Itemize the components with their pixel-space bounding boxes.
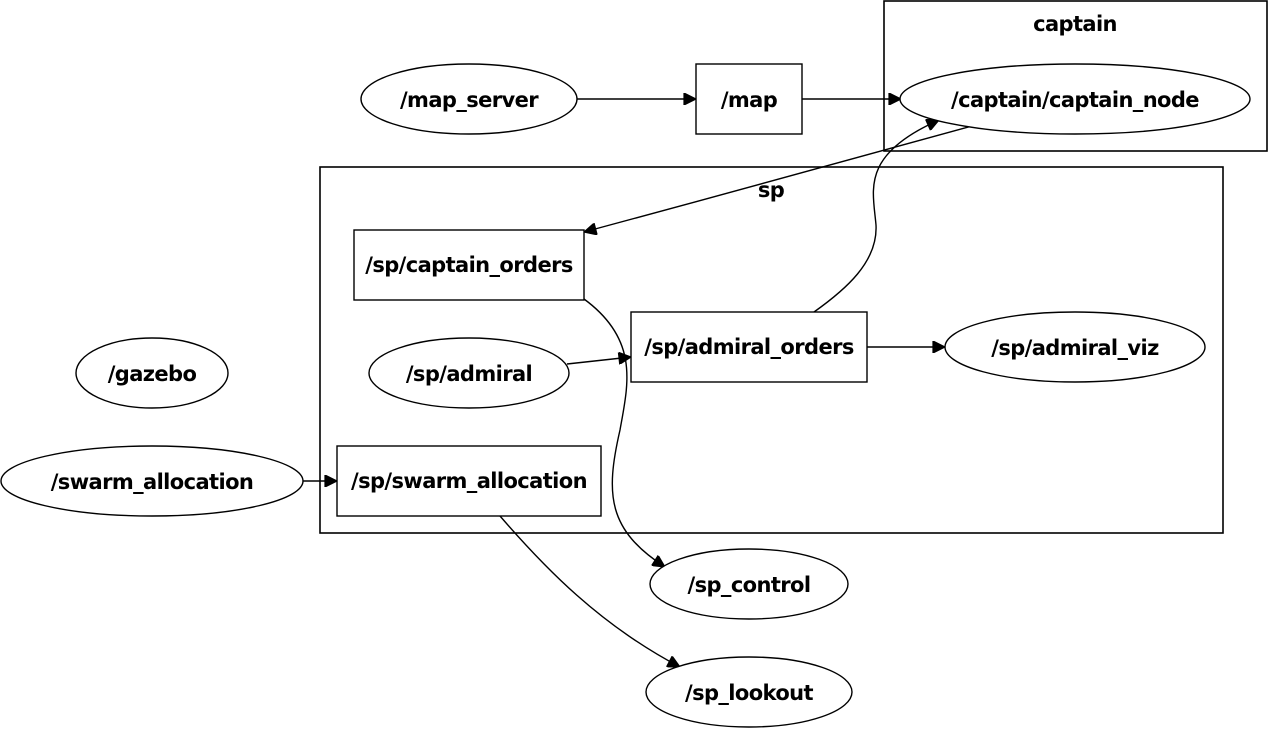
cluster-sp-box: [319, 166, 1224, 534]
node-sp-captain-orders-label: /sp/captain_orders: [365, 253, 573, 277]
edge-captain-node-to-sp-captain-orders: [584, 125, 973, 232]
node-sp-admiral-label: /sp/admiral: [406, 362, 532, 386]
node-swarm-allocation-shape: [0, 445, 304, 517]
node-sp-captain-orders[interactable]: /sp/captain_orders: [353, 229, 585, 301]
edges: [303, 99, 973, 667]
node-sp-control-label: /sp_control: [688, 573, 811, 597]
node-map-server[interactable]: /map_server: [360, 63, 578, 135]
node-map-shape: [695, 63, 803, 135]
node-sp-lookout[interactable]: /sp_lookout: [645, 656, 853, 728]
node-map-server-shape: [360, 63, 578, 135]
cluster-sp-label: sp: [758, 178, 785, 202]
node-sp-admiral-shape: [368, 337, 570, 409]
cluster-sp: sp: [319, 166, 1224, 534]
node-sp-swarm-allocation-shape: [336, 445, 602, 517]
edge-sp-admiral-orders-to-captain-node: [813, 120, 939, 313]
edge-sp-admiral-to-sp-admiral-orders: [566, 357, 631, 364]
node-sp-lookout-label: /sp_lookout: [685, 681, 814, 705]
cluster-captain: captain: [883, 0, 1268, 152]
node-sp-lookout-shape: [645, 656, 853, 728]
node-gazebo-label: /gazebo: [108, 362, 197, 386]
node-swarm-allocation[interactable]: /swarm_allocation: [0, 445, 304, 517]
node-sp-admiral-orders-shape: [630, 311, 868, 383]
node-captain-node[interactable]: /captain/captain_node: [899, 63, 1251, 135]
node-sp-admiral-viz-label: /sp/admiral_viz: [991, 336, 1159, 360]
node-sp-swarm-allocation-label: /sp/swarm_allocation: [351, 469, 587, 493]
node-gazebo-shape: [75, 337, 229, 409]
node-sp-control[interactable]: /sp_control: [649, 548, 849, 620]
edge-sp-captain-orders-to-sp-control: [583, 298, 665, 567]
node-sp-admiral-viz-shape: [944, 311, 1206, 383]
node-gazebo[interactable]: /gazebo: [75, 337, 229, 409]
node-sp-admiral-orders[interactable]: /sp/admiral_orders: [630, 311, 868, 383]
node-sp-control-shape: [649, 548, 849, 620]
node-sp-admiral-viz[interactable]: /sp/admiral_viz: [944, 311, 1206, 383]
node-sp-swarm-allocation[interactable]: /sp/swarm_allocation: [336, 445, 602, 517]
node-captain-node-shape: [899, 63, 1251, 135]
node-sp-admiral[interactable]: /sp/admiral: [368, 337, 570, 409]
node-map-label: /map: [721, 88, 778, 112]
node-sp-captain-orders-shape: [353, 229, 585, 301]
node-map-server-label: /map_server: [400, 88, 539, 112]
edge-sp-swarm-allocation-to-sp-lookout: [499, 515, 680, 667]
node-swarm-allocation-label: /swarm_allocation: [51, 470, 254, 494]
node-map[interactable]: /map: [695, 63, 803, 135]
cluster-captain-label: captain: [1033, 12, 1117, 36]
node-sp-admiral-orders-label: /sp/admiral_orders: [644, 335, 854, 359]
cluster-captain-box: [883, 0, 1268, 152]
node-captain-node-label: /captain/captain_node: [951, 88, 1199, 112]
